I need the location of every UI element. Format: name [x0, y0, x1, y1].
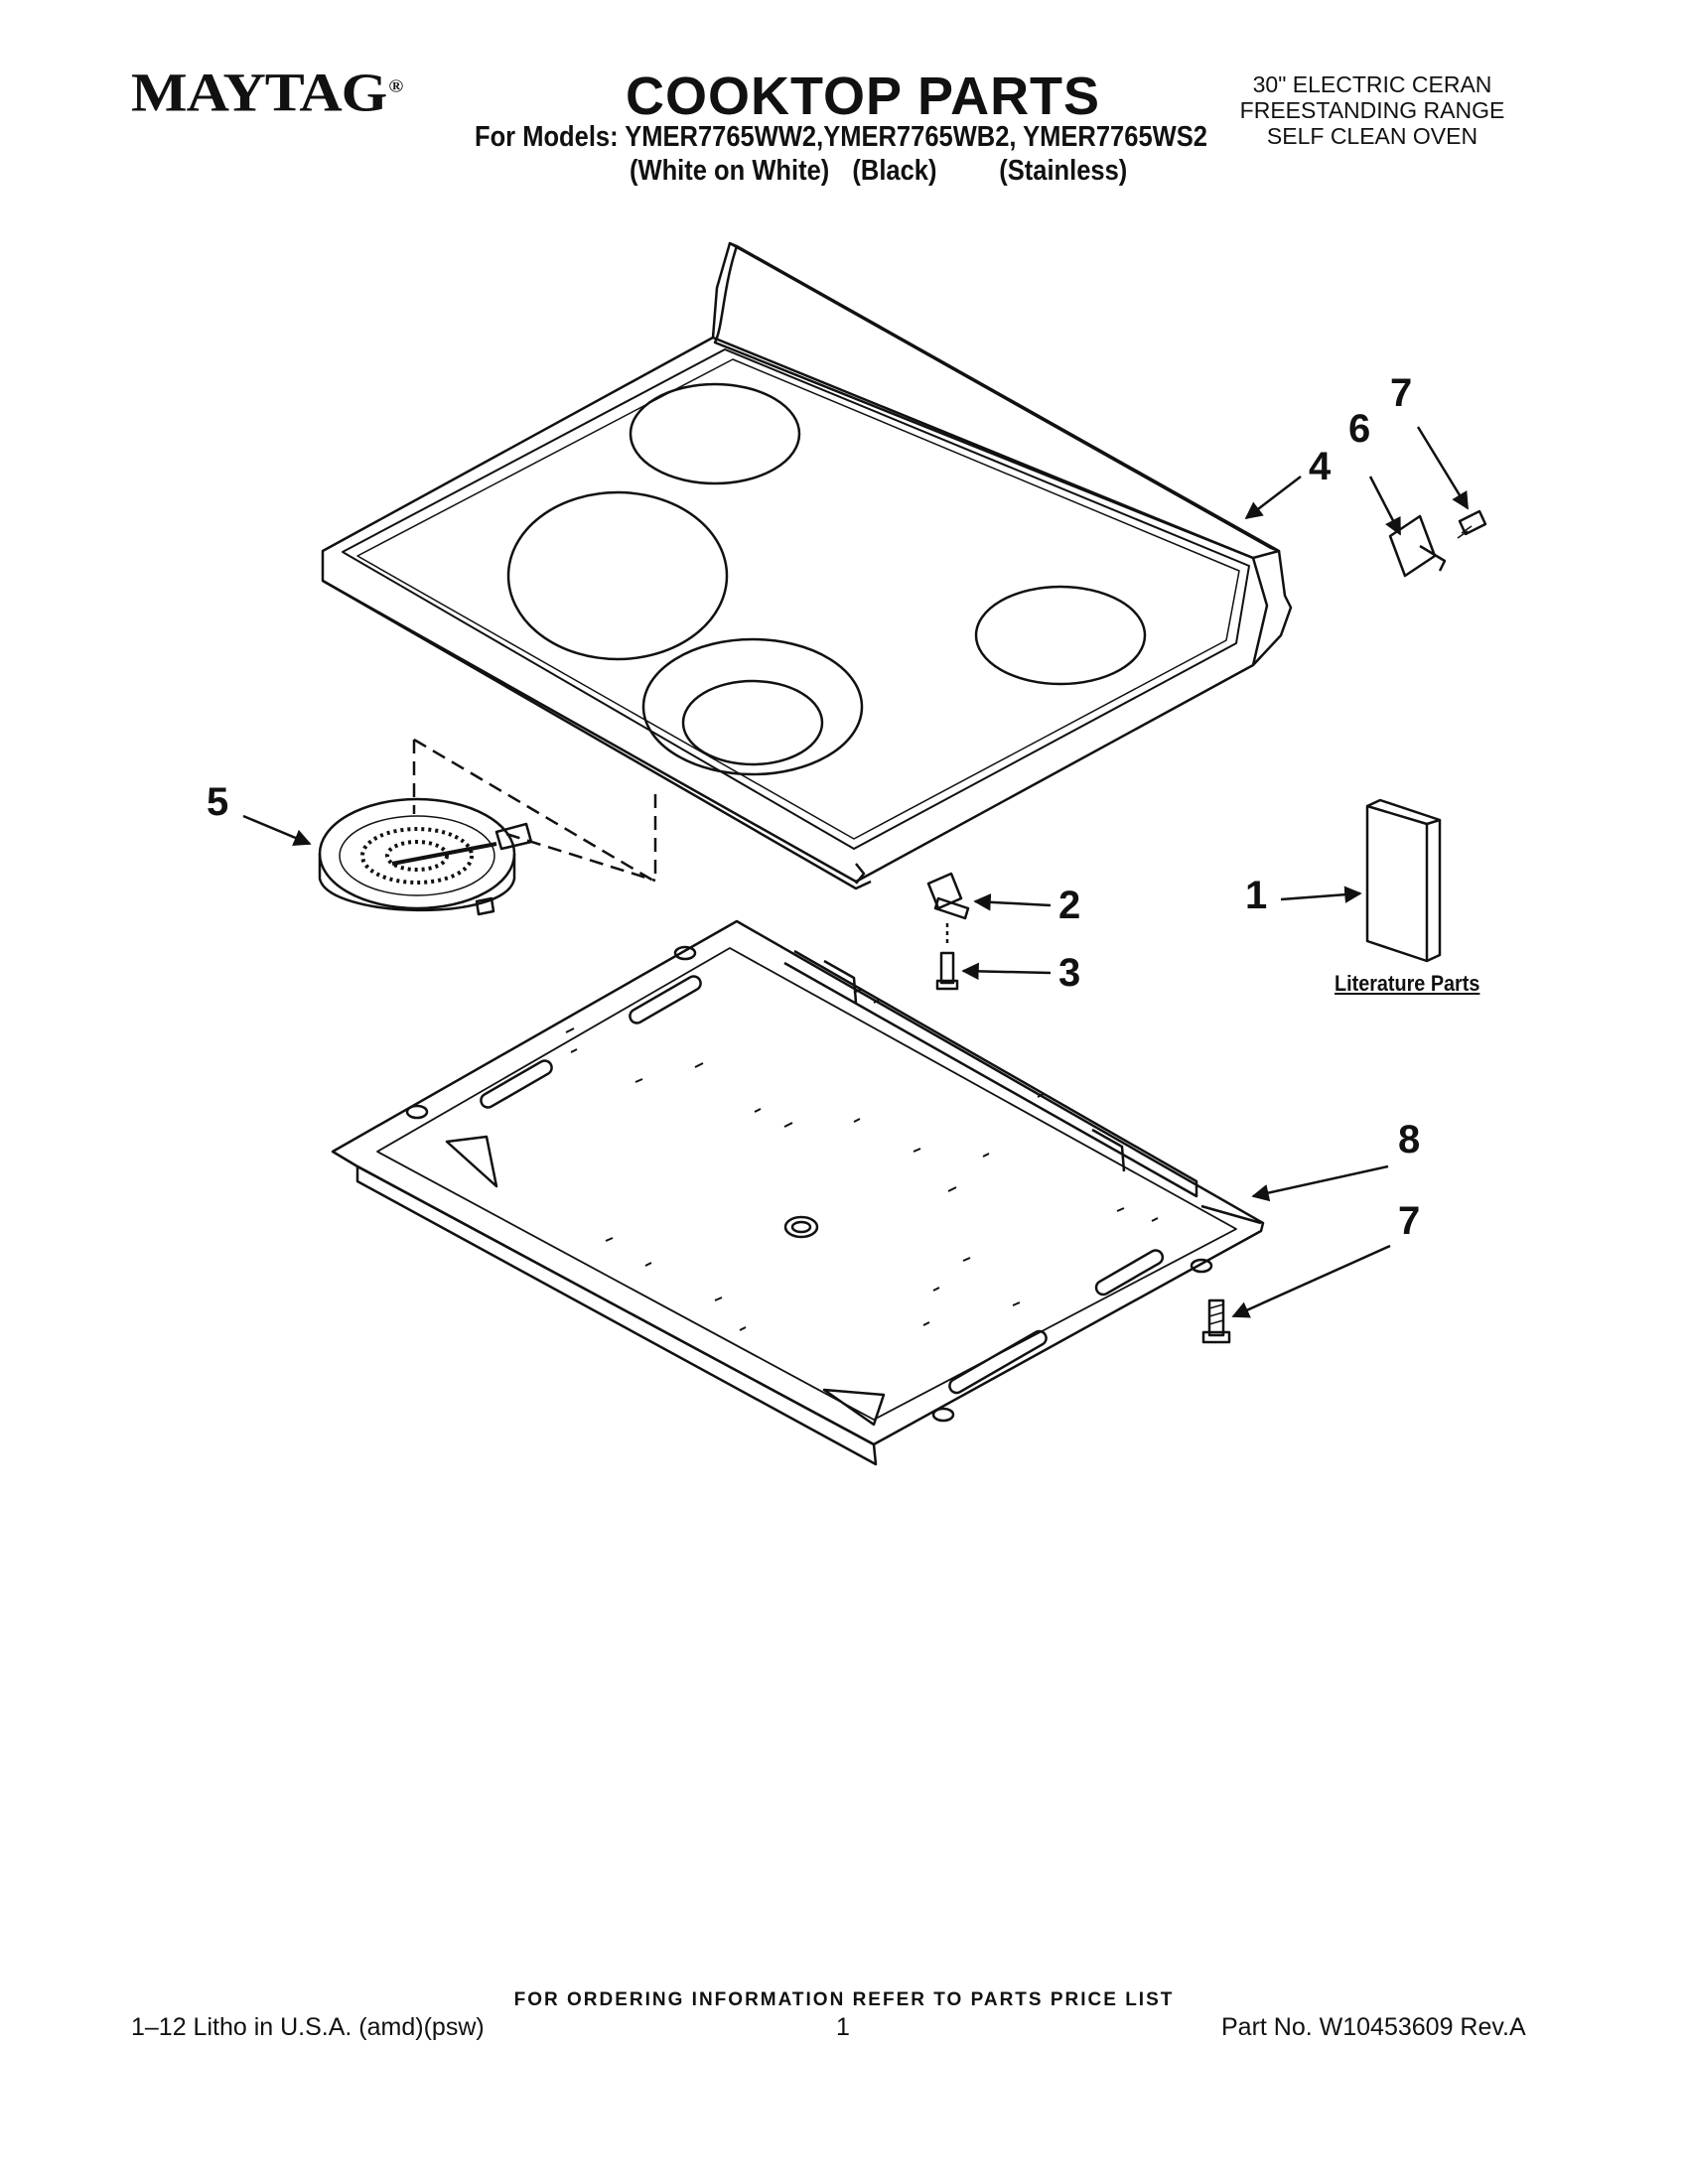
part-number: Part No. W10453609 Rev.A: [1221, 2013, 1526, 2041]
product-line-1: 30" ELECTRIC CERAN: [1252, 71, 1492, 97]
product-line-3: SELF CLEAN OVEN: [1266, 123, 1478, 149]
page-title: COOKTOP PARTS: [626, 67, 1101, 126]
variant-black: (Black): [852, 155, 937, 187]
callout-2: 2: [1058, 884, 1081, 927]
leader-arrows: [242, 426, 1470, 1318]
mounting-bracket-and-screw: [1388, 509, 1487, 578]
ordering-note: FOR ORDERING INFORMATION REFER TO PARTS …: [513, 1989, 1175, 2010]
arrow-7-bottom: [1231, 1244, 1391, 1318]
literature-parts-label: Literature Parts: [1335, 971, 1480, 996]
arrow-3: [961, 962, 1052, 981]
callout-1: 1: [1245, 874, 1268, 917]
model-numbers: For Models: YMER7765WW2,YMER7765WB2, YME…: [475, 121, 1207, 153]
variant-stainless: (Stainless): [999, 155, 1128, 187]
callout-5: 5: [207, 780, 229, 824]
arrow-8: [1251, 1164, 1389, 1202]
callout-4: 4: [1309, 445, 1332, 488]
callout-7-top: 7: [1390, 371, 1413, 415]
literature-packet: [1365, 798, 1442, 963]
callout-7-bottom: 7: [1398, 1199, 1421, 1243]
callout-3: 3: [1058, 951, 1081, 995]
arrow-7-top: [1416, 426, 1470, 510]
brand-name: MAYTAG: [131, 62, 387, 123]
cooktop-clip-and-screw: [926, 872, 970, 991]
arrow-1: [1280, 886, 1362, 903]
page-number: 1: [836, 2013, 850, 2041]
callout-6: 6: [1348, 407, 1371, 451]
brand-logo: MAYTAG®: [131, 62, 403, 124]
radiant-surface-element: [318, 738, 657, 916]
cooktop-glass-top: [321, 241, 1293, 890]
arrow-4: [1244, 476, 1302, 520]
callout-8: 8: [1398, 1118, 1421, 1161]
arrow-2: [973, 893, 1052, 911]
litho-info: 1–12 Litho in U.S.A. (amd)(psw): [131, 2013, 485, 2041]
model-variants: (White on White) (Black) (Stainless): [630, 155, 1127, 188]
variant-white: (White on White): [630, 155, 830, 187]
registered-mark: ®: [388, 75, 403, 96]
arrow-6: [1368, 476, 1402, 536]
product-description: 30" ELECTRIC CERAN FREESTANDING RANGE SE…: [1203, 71, 1541, 149]
product-line-2: FREESTANDING RANGE: [1239, 97, 1505, 123]
cooktop-bottom-tray: [331, 919, 1265, 1466]
arrow-5: [242, 814, 312, 847]
